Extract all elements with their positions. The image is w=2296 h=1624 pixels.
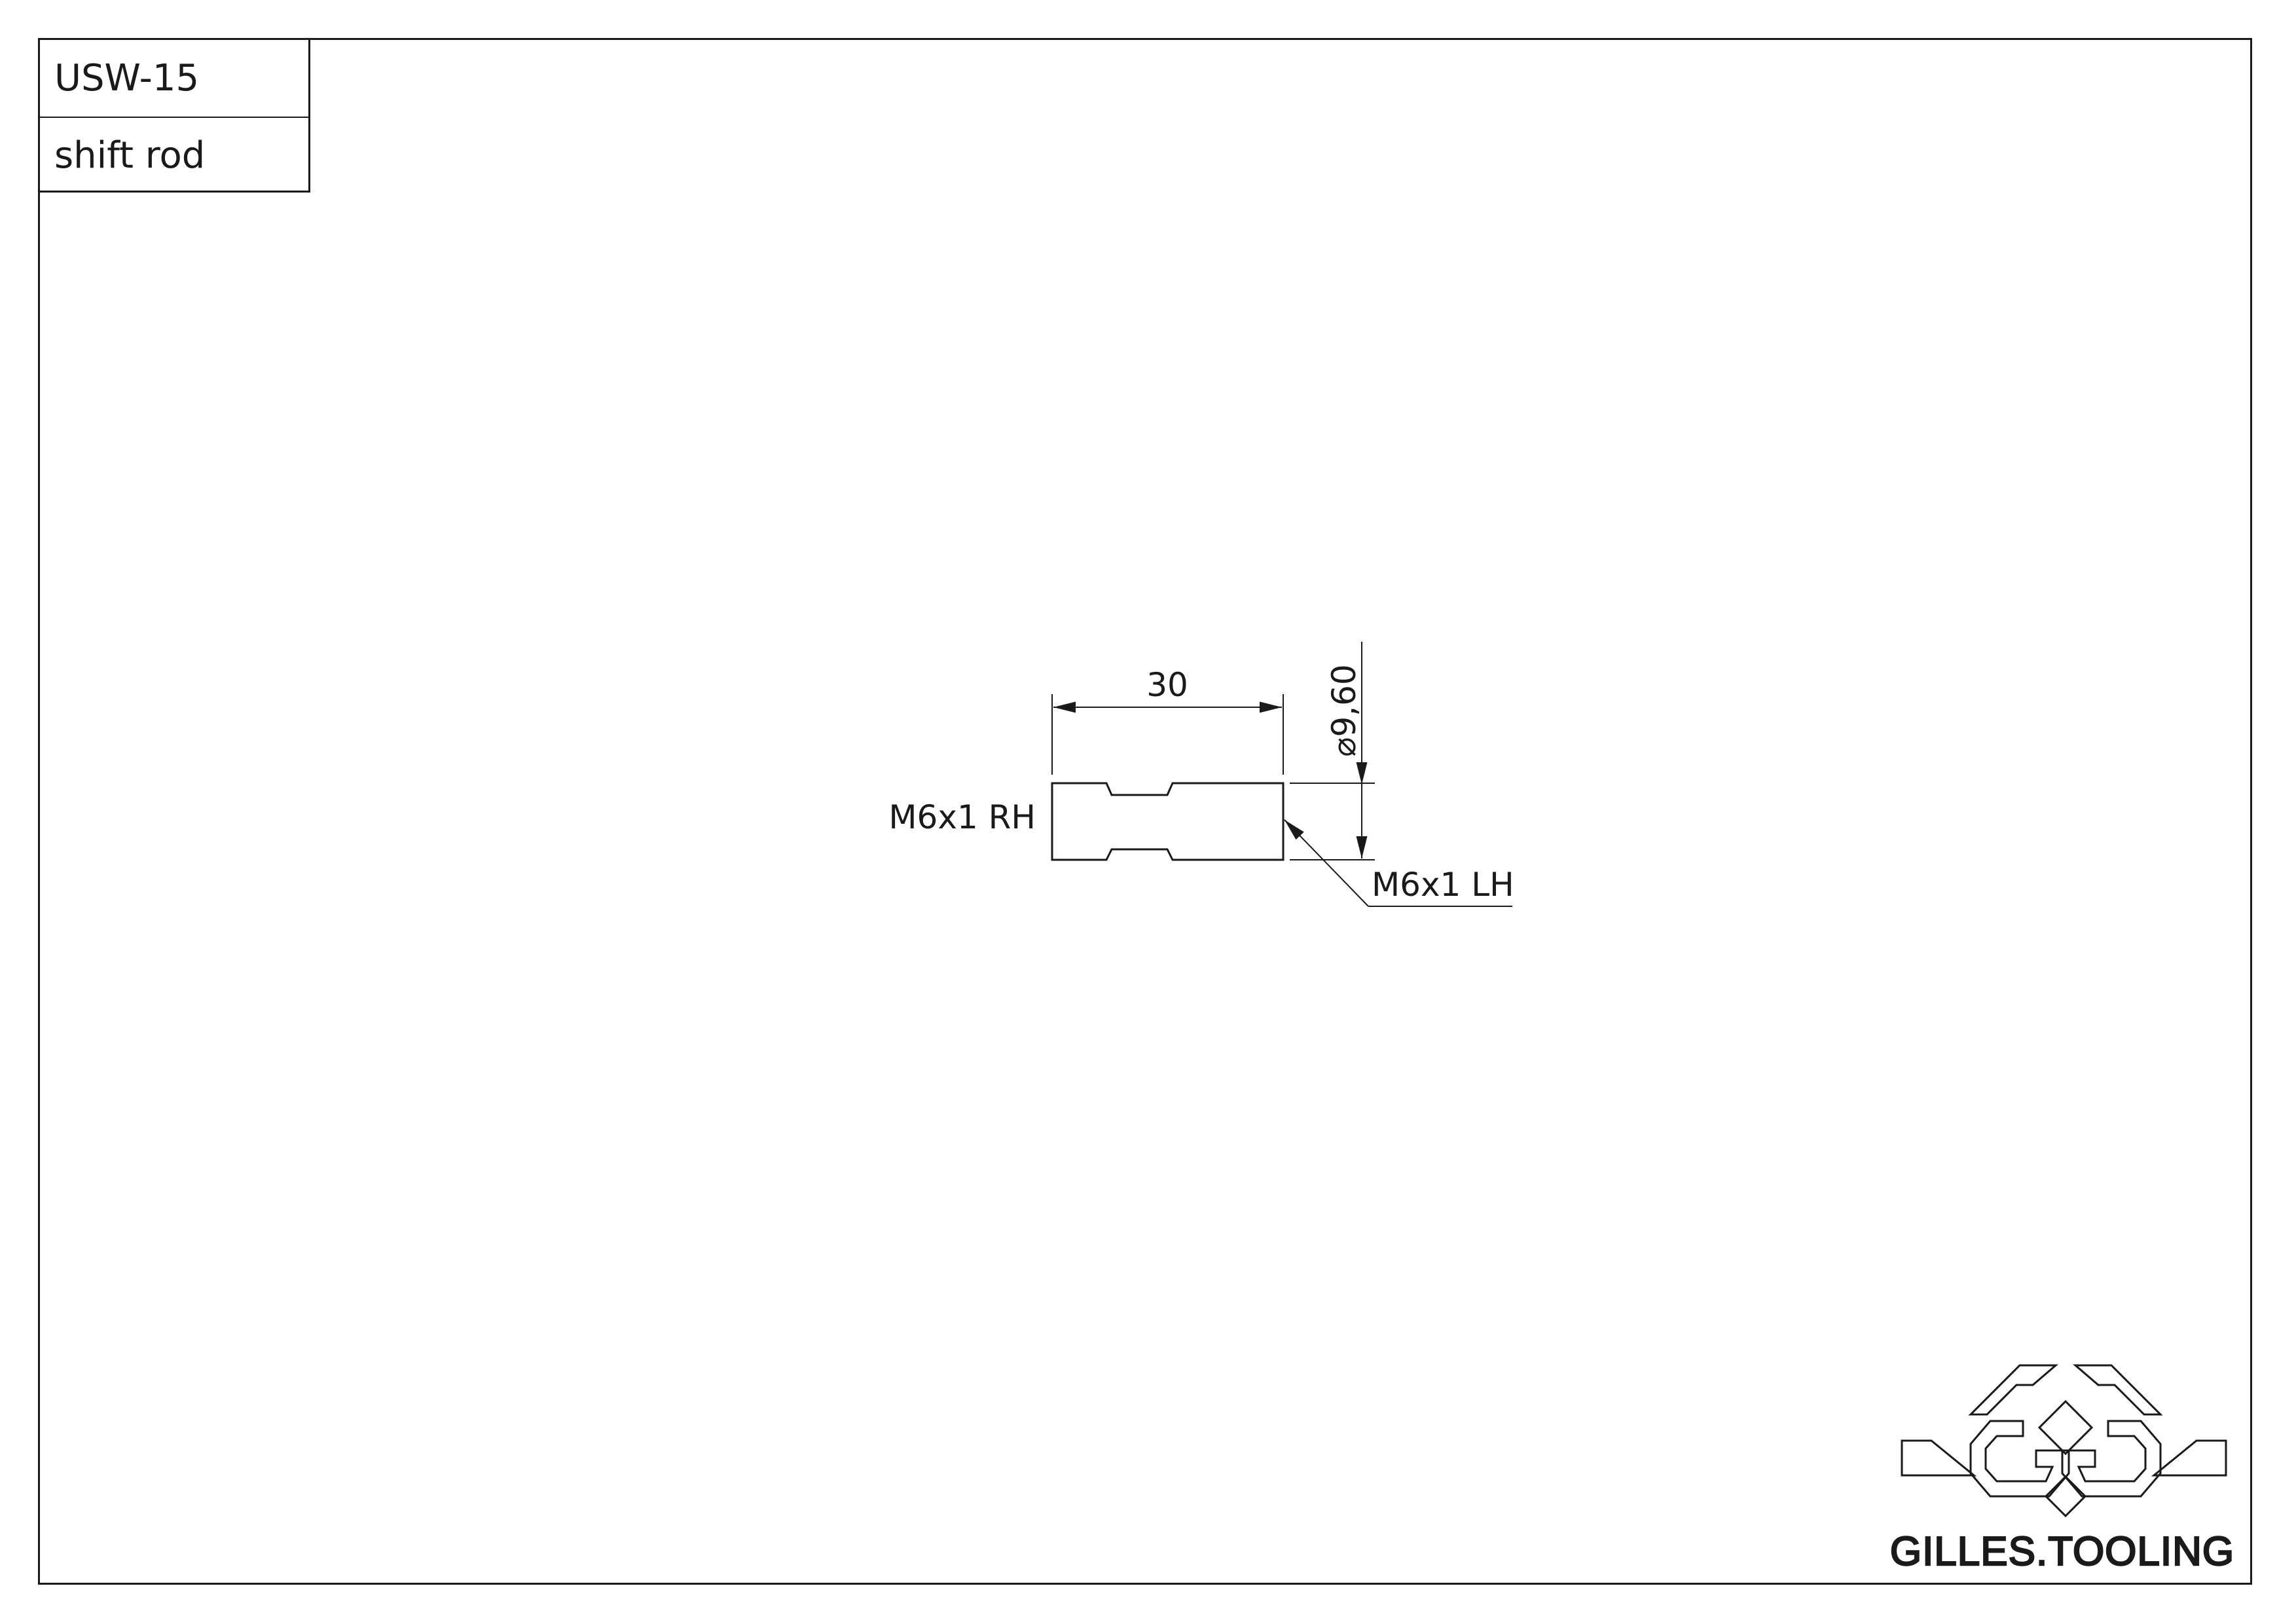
part-number: USW-15 xyxy=(54,57,200,100)
title-block: USW-15 shift rod xyxy=(38,38,310,193)
logo-top-right-chevron xyxy=(2072,1364,2163,1416)
diameter-value: ⌀9,60 xyxy=(1325,664,1363,756)
logo-right-bar xyxy=(2151,1439,2227,1477)
length-value: 30 xyxy=(1146,666,1188,704)
logo-top-left-chevron xyxy=(1968,1364,2059,1416)
right-thread-leader: M6x1 LH xyxy=(1284,819,1514,907)
length-dimension: 30 xyxy=(1051,666,1284,775)
company-name: GILLES.TOOLING xyxy=(1890,1529,2234,1574)
right-thread-callout: M6x1 LH xyxy=(1372,866,1514,904)
drawing-frame xyxy=(38,38,2252,1585)
logo-center-diamond xyxy=(2037,1399,2094,1456)
logo-left-bar xyxy=(1901,1439,1977,1477)
part-name: shift rod xyxy=(40,117,308,193)
diameter-dimension: ⌀9,60 xyxy=(1290,642,1375,860)
part-outline xyxy=(1051,782,1285,861)
left-thread-callout: M6x1 RH xyxy=(888,798,1036,836)
logo-right-g xyxy=(2061,1420,2162,1498)
logo-bottom-diamond xyxy=(2044,1475,2087,1518)
company-logo: GILLES.TOOLING xyxy=(1889,1364,2234,1575)
logo-left-g xyxy=(1969,1420,2070,1498)
